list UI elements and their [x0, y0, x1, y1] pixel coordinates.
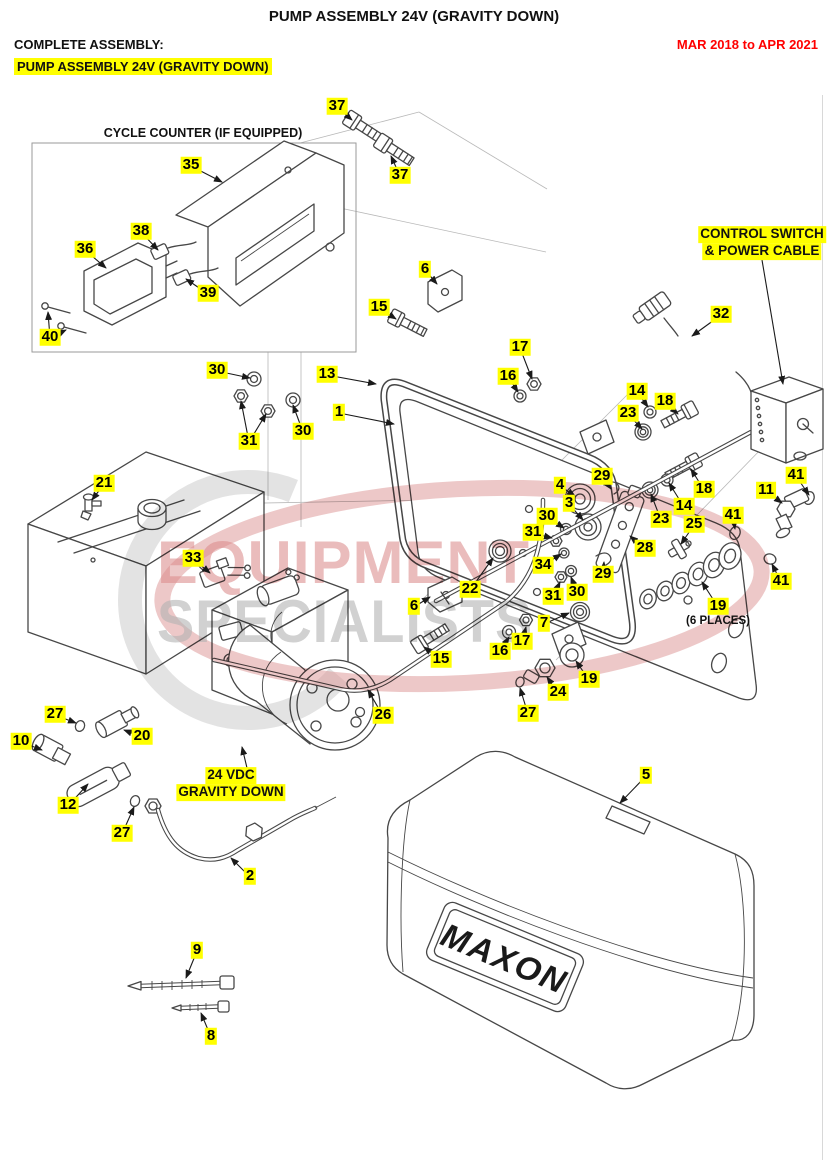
o-ring-27 [74, 719, 86, 733]
callout-30: 30 [206, 360, 228, 379]
callout-25: 25 [683, 514, 705, 533]
toggle-switch [796, 417, 810, 431]
complete-assembly-label: COMPLETE ASSEMBLY: [14, 37, 164, 52]
callout-15: 15 [368, 297, 390, 316]
cover-handle-notch [605, 805, 651, 835]
date-range: MAR 2018 to APR 2021 [676, 37, 818, 52]
callout-16: 16 [497, 366, 519, 385]
hex-bolt-37 [373, 132, 415, 167]
callout-29: 29 [591, 466, 613, 485]
callout-6: 6 [407, 596, 421, 615]
six-places-note: (6 PLACES) [686, 615, 750, 627]
callout-38: 38 [130, 221, 152, 240]
hydraulic-tube-2 [155, 796, 337, 862]
callout-36: 36 [74, 239, 96, 258]
callout-37: 37 [326, 96, 348, 115]
callout-23: 23 [650, 509, 672, 528]
callout-6: 6 [418, 259, 432, 278]
pump-variant-label-line2: GRAVITY DOWN [176, 784, 286, 801]
callout-41: 41 [785, 465, 807, 484]
callout-32: 32 [710, 304, 732, 323]
cycle-counter-label: CYCLE COUNTER (IF EQUIPPED) [103, 126, 303, 140]
check-valve-12 [66, 762, 132, 808]
control-switch-label-line2: & POWER CABLE [702, 243, 822, 260]
callout-26: 26 [372, 705, 394, 724]
cycle-counter-box [31, 142, 357, 353]
callout-3: 3 [562, 493, 576, 512]
callout-24: 24 [547, 682, 569, 701]
callout-2: 2 [243, 866, 257, 885]
assembly-name-highlight: PUMP ASSEMBLY 24V (GRAVITY DOWN) [14, 58, 272, 75]
callout-31: 31 [542, 586, 564, 605]
callout-1: 1 [332, 402, 346, 421]
callout-30: 30 [292, 421, 314, 440]
callout-18: 18 [693, 479, 715, 498]
callout-37: 37 [389, 165, 411, 184]
callout-13: 13 [316, 364, 338, 383]
callout-30: 30 [566, 582, 588, 601]
leader-line [761, 259, 786, 385]
callout-19: 19 [707, 596, 729, 615]
callout-41: 41 [722, 505, 744, 524]
callout-28: 28 [634, 538, 656, 557]
callout-16: 16 [489, 641, 511, 660]
switch-box [750, 376, 824, 464]
pump-variant-label-line1: 24 VDC [205, 767, 257, 784]
callout-14: 14 [626, 381, 648, 400]
pump-cover: MAXON [386, 750, 755, 1090]
leader-line [338, 412, 395, 426]
cycle-counter-bracket [175, 140, 345, 307]
callout-39: 39 [197, 283, 219, 302]
callout-31: 31 [522, 522, 544, 541]
cable-plug [632, 291, 672, 324]
callout-18: 18 [654, 391, 676, 410]
breather-fitting-21 [80, 493, 102, 521]
callout-20: 20 [131, 726, 153, 745]
callout-8: 8 [204, 1026, 218, 1045]
callout-10: 10 [10, 731, 32, 750]
callout-27: 27 [517, 703, 539, 722]
callout-31: 31 [238, 431, 260, 450]
callout-40: 40 [39, 327, 61, 346]
callout-15: 15 [430, 649, 452, 668]
callout-33: 33 [182, 548, 204, 567]
page-title: PUMP ASSEMBLY 24V (GRAVITY DOWN) [268, 8, 560, 25]
callout-19: 19 [578, 669, 600, 688]
callout-17: 17 [511, 631, 533, 650]
callout-12: 12 [57, 795, 79, 814]
callout-17: 17 [509, 337, 531, 356]
callout-27: 27 [44, 704, 66, 723]
callout-4: 4 [553, 475, 567, 494]
control-switch-label: CONTROL SWITCH & POWER CABLE [698, 226, 826, 260]
callout-14: 14 [673, 496, 695, 515]
callout-11: 11 [756, 480, 776, 499]
callout-34: 34 [532, 555, 554, 574]
cable-ties [127, 975, 235, 1013]
control-switch-label-line1: CONTROL SWITCH [698, 226, 826, 243]
callout-21: 21 [93, 473, 115, 492]
callout-23: 23 [617, 403, 639, 422]
pump-variant-label: 24 VDC GRAVITY DOWN [176, 767, 286, 801]
callout-22: 22 [459, 579, 481, 598]
control-switch-assembly [433, 291, 824, 605]
elbow-fitting-10 [31, 733, 72, 766]
callout-5: 5 [639, 765, 653, 784]
callout-27: 27 [111, 823, 133, 842]
callout-7: 7 [537, 613, 551, 632]
callout-29: 29 [592, 564, 614, 583]
callout-35: 35 [180, 155, 202, 174]
callout-9: 9 [190, 940, 204, 959]
callout-41: 41 [770, 571, 792, 590]
leader-line [240, 746, 248, 769]
